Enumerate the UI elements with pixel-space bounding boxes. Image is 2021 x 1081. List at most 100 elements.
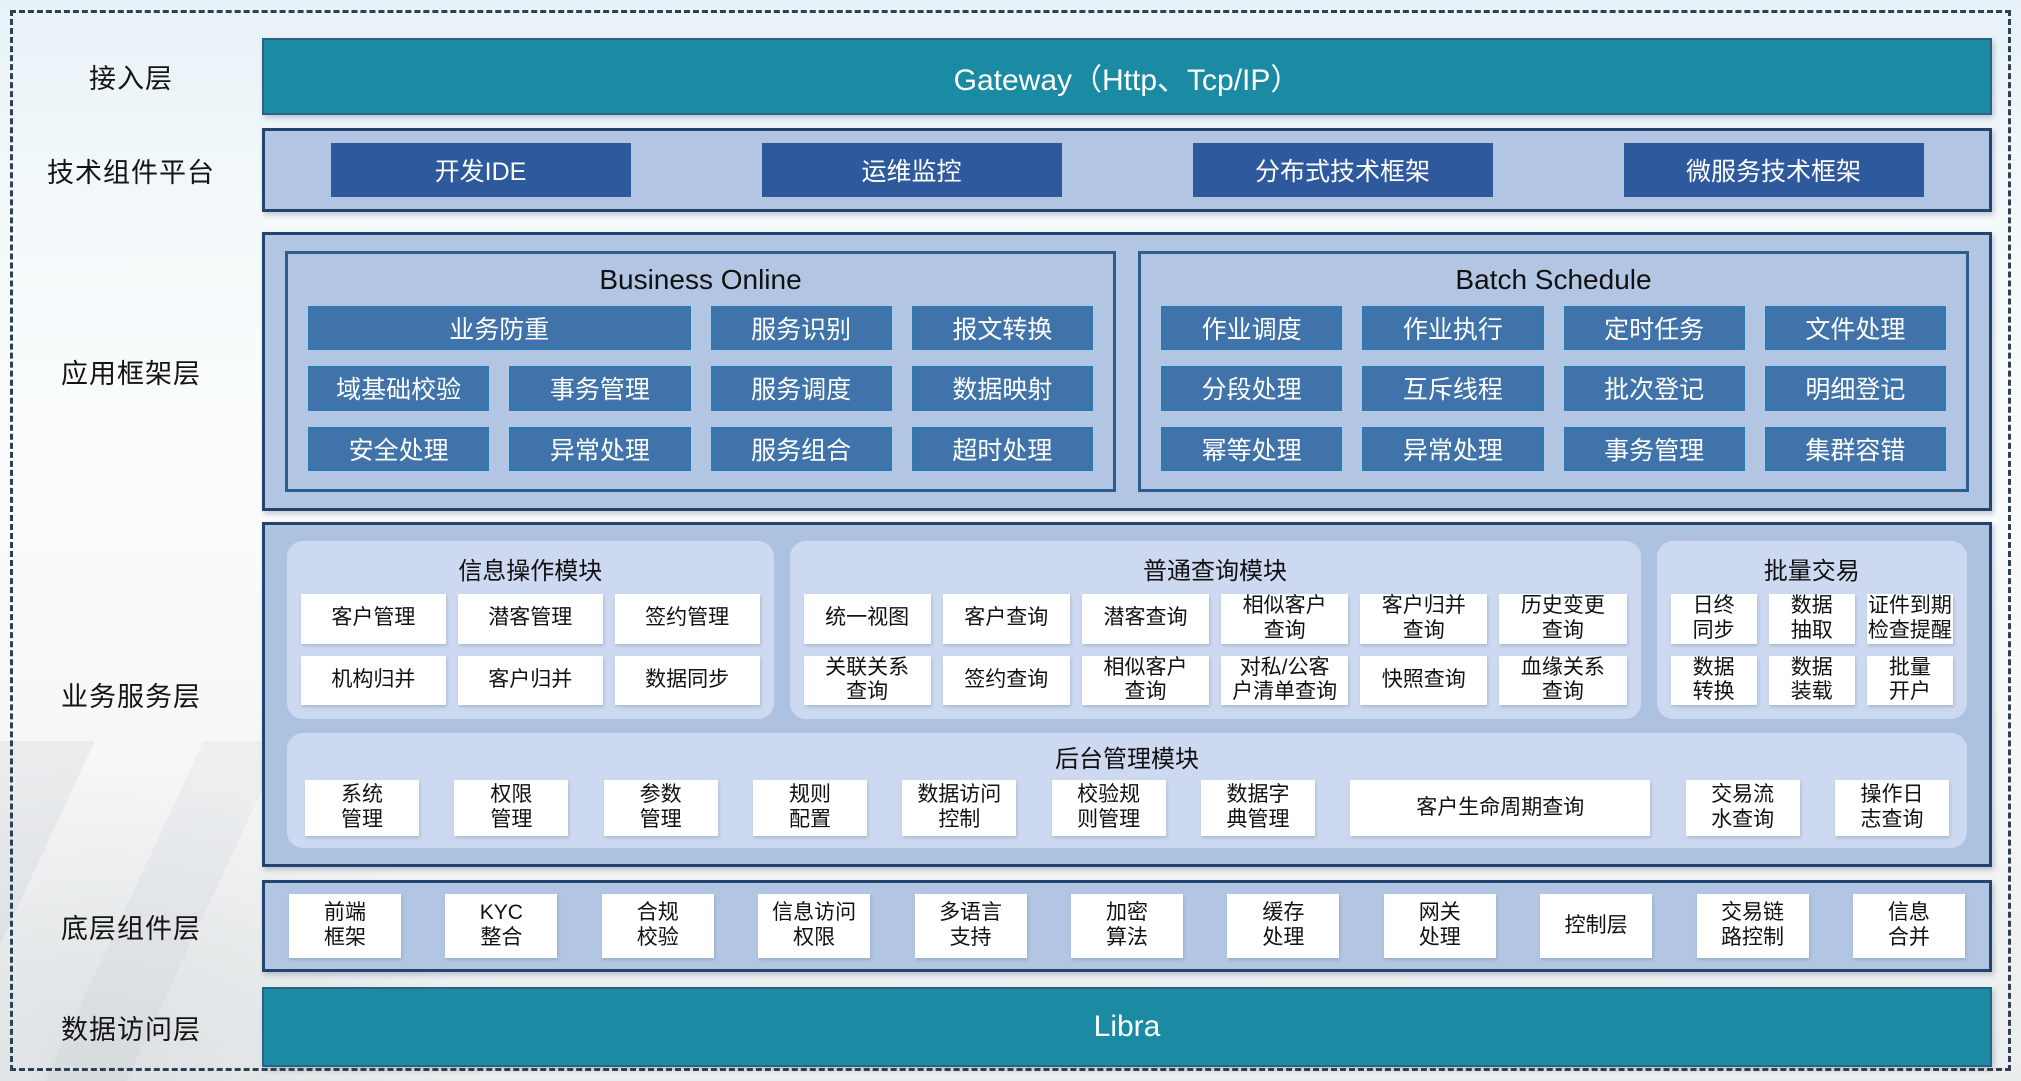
data-access-label: 数据访问层 — [61, 1014, 201, 1045]
tech-platform-label: 技术组件平台 — [47, 157, 215, 188]
service-cell: 客户归并 — [457, 655, 603, 706]
info-operation-module: 信息操作模块 客户管理 潜客管理 签约管理 机构归并 客户归并 数据同步 — [287, 541, 774, 720]
service-cell: 快照查询 — [1360, 655, 1488, 706]
admin-cell: 规则 配置 — [752, 780, 867, 836]
base-components-row: 底层组件层 前端 框架 KYC 整合 合规 校验 信息访问 权限 多语言 支持 … — [0, 880, 1992, 972]
app-framework-label: 应用框架层 — [61, 359, 201, 389]
component-cell: 前端 框架 — [289, 894, 401, 958]
service-modules: 信息操作模块 客户管理 潜客管理 签约管理 机构归并 客户归并 数据同步 — [287, 541, 1967, 720]
framework-block: 文件处理 — [1764, 306, 1946, 351]
service-cell: 潜客查询 — [1081, 594, 1210, 644]
component-cell: 网关 处理 — [1383, 894, 1496, 958]
admin-cell: 权限 管理 — [454, 780, 569, 836]
component-cell: 合规 校验 — [601, 894, 714, 958]
service-cell: 批量 开户 — [1866, 655, 1953, 706]
service-cell: 机构归并 — [301, 655, 446, 706]
base-components-label: 底层组件层 — [61, 913, 201, 944]
batch-transaction-grid: 日终 同步 数据 抽取 证件到期 检查提醒 数据 转换 数据 装载 批量 开户 — [1670, 594, 1953, 706]
admin-cell: 参数 管理 — [603, 780, 718, 836]
component-cell: 控制层 — [1540, 894, 1653, 958]
service-cell: 关联关系 查询 — [803, 655, 931, 706]
service-cell: 数据 抽取 — [1768, 594, 1855, 644]
framework-block: 超时处理 — [911, 426, 1093, 471]
service-cell: 客户管理 — [301, 594, 446, 644]
framework-block: 作业执行 — [1362, 306, 1544, 351]
framework-block: 数据映射 — [911, 366, 1093, 411]
app-framework-panel: Business Online 业务防重 服务识别 报文转换 域基础校验 事务管… — [262, 232, 1992, 511]
framework-block: 明细登记 — [1764, 366, 1946, 411]
component-cell: 交易链 路控制 — [1696, 894, 1809, 958]
business-service-label: 业务服务层 — [61, 682, 201, 712]
tech-item-distributed-framework: 分布式技术框架 — [1192, 143, 1493, 197]
general-query-grid: 统一视图 客户查询 潜客查询 相似客户 查询 客户归并 查询 历史变更 查询 关… — [803, 594, 1627, 706]
service-cell: 证件到期 检查提醒 — [1866, 594, 1953, 644]
backend-admin-module: 后台管理模块 系统 管理 权限 管理 参数 管理 规则 配置 数据访问 控制 校… — [287, 733, 1967, 848]
libra-bar: Libra — [262, 987, 1992, 1067]
backend-admin-title: 后台管理模块 — [1055, 746, 1199, 774]
admin-cell-customer-lifecycle: 客户生命周期查询 — [1350, 780, 1651, 836]
component-cell: KYC 整合 — [445, 894, 558, 958]
service-cell: 潜客管理 — [457, 594, 603, 644]
admin-cell: 操作日 志查询 — [1834, 780, 1949, 836]
admin-cell: 交易流 水查询 — [1685, 780, 1800, 836]
service-cell: 相似客户 查询 — [1081, 655, 1210, 706]
service-cell: 相似客户 查询 — [1221, 594, 1349, 644]
tech-platform-row: 技术组件平台 开发IDE 运维监控 分布式技术框架 微服务技术框架 — [0, 128, 1992, 212]
batch-schedule-group: Batch Schedule 作业调度 作业执行 定时任务 文件处理 分段处理 … — [1138, 251, 1969, 492]
access-layer-label: 接入层 — [89, 64, 173, 94]
framework-block: 域基础校验 — [308, 366, 490, 411]
service-cell: 数据 装载 — [1768, 655, 1855, 706]
backend-admin-grid: 系统 管理 权限 管理 参数 管理 规则 配置 数据访问 控制 校验规 则管理 … — [305, 780, 1949, 836]
framework-block: 幂等处理 — [1161, 426, 1343, 471]
service-cell: 客户查询 — [942, 594, 1070, 644]
app-framework-row: 应用框架层 Business Online 业务防重 服务识别 报文转换 域基础… — [0, 232, 1992, 511]
tech-item-dev-ide: 开发IDE — [330, 143, 631, 197]
batch-transaction-module: 批量交易 日终 同步 数据 抽取 证件到期 检查提醒 数据 转换 数据 装载 批… — [1656, 541, 1967, 720]
framework-block: 批次登记 — [1563, 366, 1745, 411]
service-cell: 对私/公客 户清单查询 — [1221, 655, 1349, 706]
framework-block: 安全处理 — [308, 426, 490, 471]
service-cell: 签约管理 — [614, 594, 760, 644]
service-cell: 血缘关系 查询 — [1499, 655, 1627, 706]
business-online-title: Business Online — [599, 264, 802, 295]
service-cell: 数据同步 — [614, 655, 760, 706]
framework-block: 报文转换 — [911, 306, 1093, 351]
business-service-row: 业务服务层 信息操作模块 客户管理 潜客管理 签约管理 机构归并 客户归并 — [0, 522, 1992, 867]
service-cell: 日终 同步 — [1670, 594, 1757, 644]
framework-block: 事务管理 — [1563, 426, 1745, 471]
component-cell: 信息访问 权限 — [758, 894, 871, 958]
general-query-title: 普通查询模块 — [1143, 558, 1288, 585]
framework-block: 作业调度 — [1161, 306, 1343, 351]
component-cell: 信息 合并 — [1852, 894, 1965, 958]
service-cell: 签约查询 — [942, 655, 1070, 706]
business-online-group: Business Online 业务防重 服务识别 报文转换 域基础校验 事务管… — [285, 251, 1116, 492]
info-operation-grid: 客户管理 潜客管理 签约管理 机构归并 客户归并 数据同步 — [301, 594, 760, 706]
framework-block: 互斥线程 — [1362, 366, 1544, 411]
framework-block: 服务识别 — [710, 306, 892, 351]
framework-block: 业务防重 — [308, 306, 691, 351]
component-cell: 多语言 支持 — [914, 894, 1027, 958]
framework-block: 集群容错 — [1764, 426, 1946, 471]
batch-transaction-title: 批量交易 — [1763, 558, 1860, 585]
service-cell: 历史变更 查询 — [1499, 594, 1627, 644]
framework-block: 定时任务 — [1563, 306, 1745, 351]
admin-cell: 系统 管理 — [305, 780, 419, 836]
admin-cell: 数据访问 控制 — [902, 780, 1017, 836]
framework-block: 异常处理 — [1362, 426, 1544, 471]
general-query-module: 普通查询模块 统一视图 客户查询 潜客查询 相似客户 查询 客户归并 查询 历史… — [789, 541, 1641, 720]
batch-schedule-title: Batch Schedule — [1455, 264, 1652, 295]
framework-block: 异常处理 — [509, 426, 691, 471]
framework-block: 分段处理 — [1161, 366, 1343, 411]
access-layer-row: 接入层 Gateway（Http、Tcp/IP） — [0, 38, 1992, 115]
tech-item-ops-monitor: 运维监控 — [761, 143, 1062, 197]
service-cell: 数据 转换 — [1670, 655, 1757, 706]
tech-item-microservice-framework: 微服务技术框架 — [1623, 143, 1924, 197]
base-components-panel: 前端 框架 KYC 整合 合规 校验 信息访问 权限 多语言 支持 加密 算法 … — [262, 880, 1992, 972]
business-online-grid: 业务防重 服务识别 报文转换 域基础校验 事务管理 服务调度 数据映射 安全处理… — [308, 306, 1093, 471]
service-cell: 客户归并 查询 — [1360, 594, 1488, 644]
business-service-panel: 信息操作模块 客户管理 潜客管理 签约管理 机构归并 客户归并 数据同步 — [262, 522, 1992, 867]
framework-block: 事务管理 — [509, 366, 691, 411]
admin-cell: 数据字 典管理 — [1200, 780, 1315, 836]
